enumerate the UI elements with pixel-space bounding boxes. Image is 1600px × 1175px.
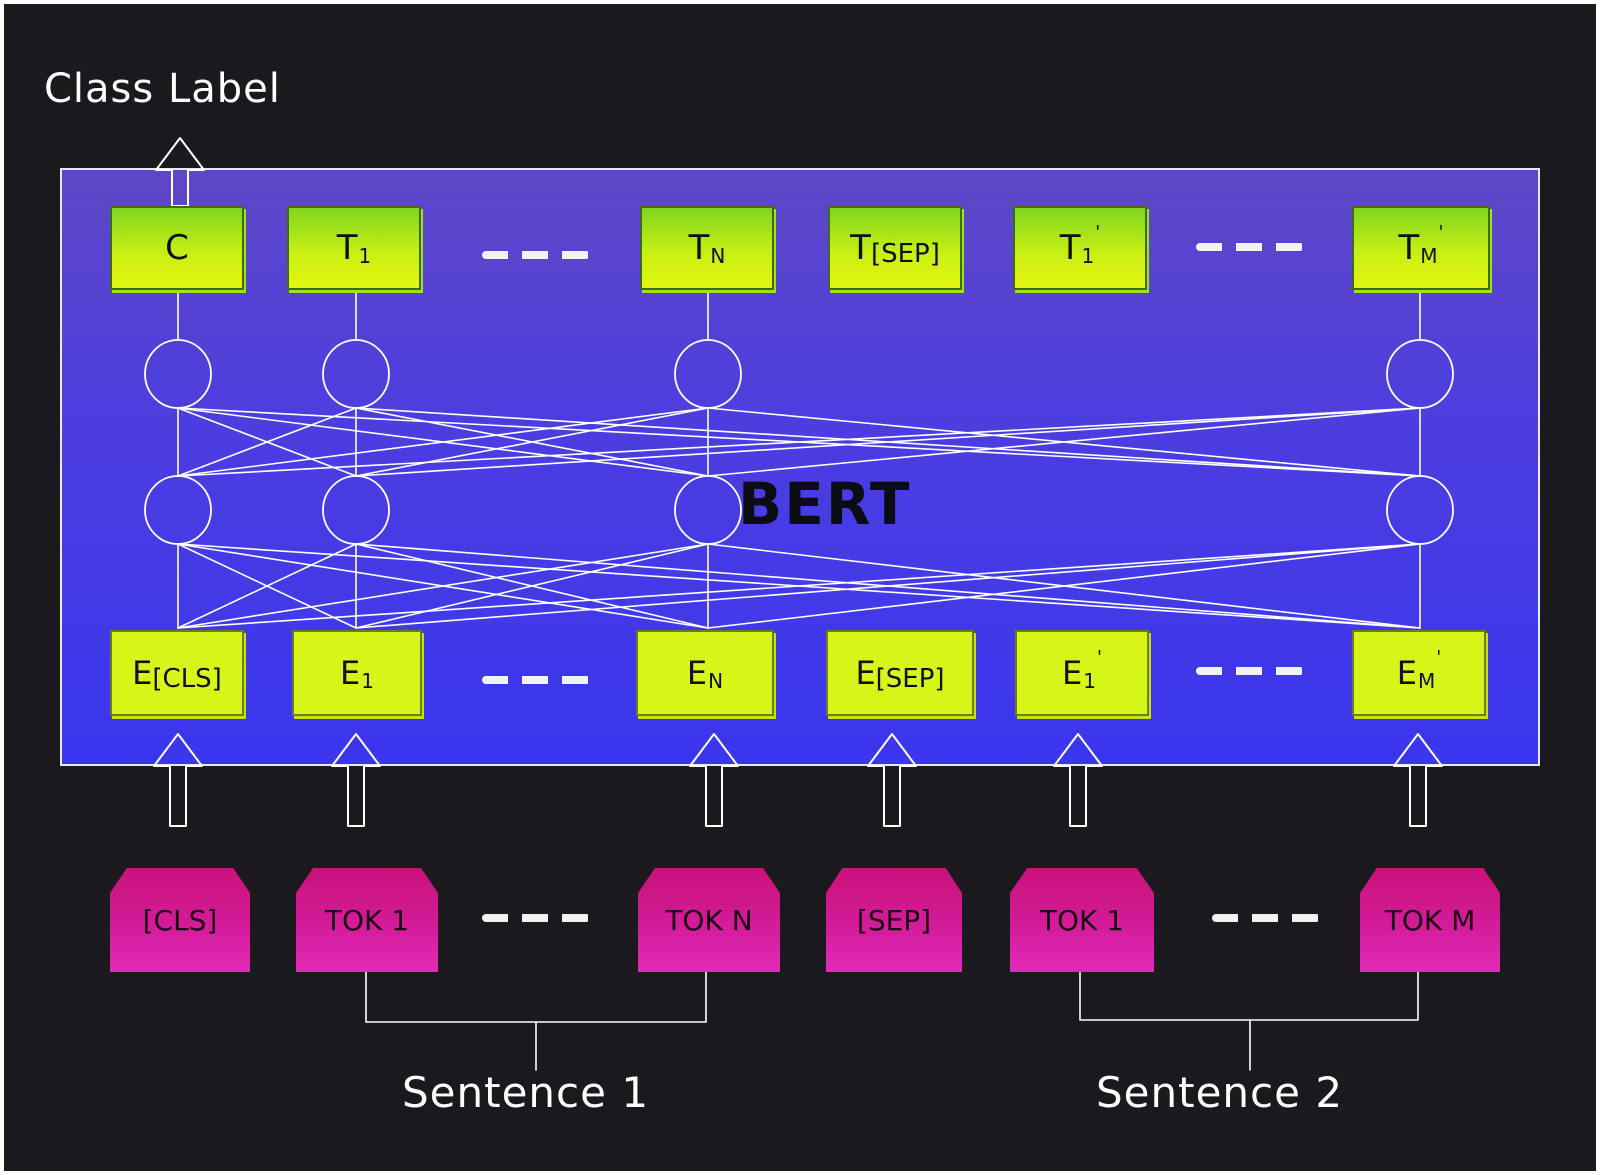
class-label: Class Label <box>44 66 281 112</box>
embedding-box-en-sub: N <box>708 669 724 693</box>
output-box-c: C <box>110 206 244 290</box>
token-tok1-sentence1: TOK 1 <box>296 868 438 972</box>
embedding-box-esep-main: E <box>855 654 876 692</box>
output-ellipsis-2 <box>1196 243 1304 251</box>
output-box-c-text: C <box>165 228 189 268</box>
token-tok1-sentence1-text: TOK 1 <box>324 903 410 937</box>
token-sep-text: [SEP] <box>856 903 932 937</box>
embedding-box-ecls-main: E <box>132 654 153 692</box>
token-cls-text: [CLS] <box>142 903 218 937</box>
output-box-tn-sub: N <box>710 244 726 268</box>
output-ellipsis-1 <box>482 251 590 259</box>
bert-model-box <box>60 168 1540 766</box>
output-box-tsep-main: T <box>850 228 871 268</box>
output-box-tsep-sub: [SEP] <box>870 239 940 269</box>
embedding-box-e1-prime-mark: ' <box>1097 646 1102 668</box>
token-tok1-sentence2-text: TOK 1 <box>1039 903 1125 937</box>
bert-title: BERT <box>738 470 912 538</box>
embedding-ellipsis-2 <box>1196 667 1304 675</box>
output-box-t1-prime-sub: 1 <box>1081 244 1095 268</box>
embedding-box-esep: E[SEP] <box>826 630 974 716</box>
embedding-box-em-prime-main: E <box>1396 654 1417 692</box>
output-box-tsep: T[SEP] <box>828 206 962 290</box>
embedding-box-em-prime-sub: M <box>1418 669 1436 693</box>
output-box-tm-prime-main: T <box>1398 228 1420 268</box>
embedding-box-ecls-sub: [CLS] <box>152 664 222 694</box>
output-box-tm-prime-sub: M <box>1420 244 1438 268</box>
sentence-1-label: Sentence 1 <box>402 1068 650 1117</box>
output-box-t1-main: T <box>336 228 358 268</box>
output-box-t1-prime-mark: ' <box>1095 221 1101 243</box>
embedding-box-ecls: E[CLS] <box>110 630 244 716</box>
token-ellipsis-2 <box>1212 914 1320 922</box>
token-tokm: TOK M <box>1360 868 1500 972</box>
embedding-box-e1-prime-sub: 1 <box>1083 669 1096 693</box>
embedding-box-e1-prime-main: E <box>1062 654 1083 692</box>
embedding-box-e1-main: E <box>340 654 361 692</box>
embedding-box-esep-sub: [SEP] <box>875 664 945 694</box>
token-tokn-text: TOK N <box>665 903 753 937</box>
output-box-tn-main: T <box>688 228 710 268</box>
output-box-t1-sub: 1 <box>358 244 372 268</box>
embedding-ellipsis-1 <box>482 676 590 684</box>
output-box-tm-prime-mark: ' <box>1438 221 1444 243</box>
embedding-box-en-main: E <box>686 654 708 692</box>
token-tok1-sentence2: TOK 1 <box>1010 868 1154 972</box>
token-ellipsis-1 <box>482 914 590 922</box>
embedding-box-e1-sub: 1 <box>361 669 374 693</box>
token-tokn: TOK N <box>638 868 780 972</box>
token-cls: [CLS] <box>110 868 250 972</box>
token-sep: [SEP] <box>826 868 962 972</box>
output-box-t1-prime-main: T <box>1059 228 1081 268</box>
embedding-box-em-prime-mark: ' <box>1436 646 1442 668</box>
token-tokm-text: TOK M <box>1384 903 1476 937</box>
sentence-2-label: Sentence 2 <box>1096 1068 1344 1117</box>
